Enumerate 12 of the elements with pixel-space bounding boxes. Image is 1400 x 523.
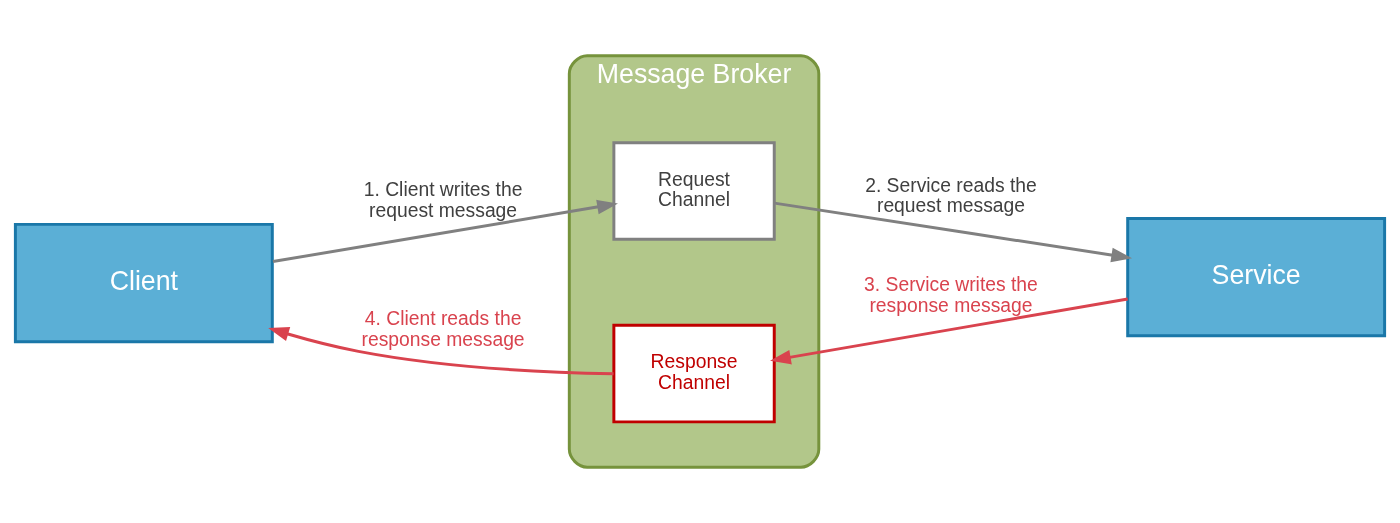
node-box: Client bbox=[13, 222, 274, 344]
edge-label: 3. Service writes the response message bbox=[864, 274, 1038, 316]
node-box: Service bbox=[1126, 216, 1387, 338]
arrow bbox=[774, 201, 1133, 263]
arrow bbox=[272, 199, 618, 264]
node-box: Request Channel bbox=[612, 141, 776, 241]
node-box: Response Channel bbox=[612, 323, 776, 424]
edge-label: 4. Client reads the response message bbox=[361, 308, 525, 350]
arrow bbox=[770, 297, 1128, 365]
edge-label: 1. Client writes the request message bbox=[363, 179, 523, 221]
edge-label: 2. Service reads the request message bbox=[865, 174, 1037, 217]
arrow bbox=[268, 327, 614, 376]
